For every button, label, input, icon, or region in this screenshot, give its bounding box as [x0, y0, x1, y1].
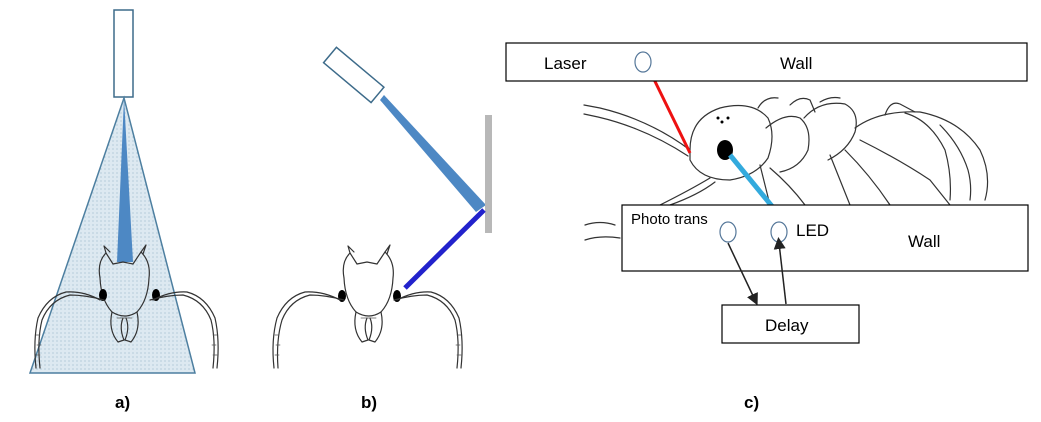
arrow-photo-to-delay [727, 242, 758, 306]
laser-circle [634, 51, 652, 73]
ant-eye-left-a [99, 289, 107, 301]
ant-head-b [272, 244, 463, 369]
top-wall-label: Wall [780, 54, 812, 73]
panel-label-b: b) [361, 393, 377, 412]
top-wall-box [505, 42, 1028, 82]
light-emitter-a [113, 9, 134, 98]
bottom-wall-box [621, 204, 1029, 272]
reflected-beam [403, 208, 486, 290]
panel-label-c: c) [744, 393, 759, 412]
central-beam [117, 98, 133, 262]
panel-label-a: a) [115, 393, 130, 412]
panel-a: a) [28, 9, 219, 412]
photo-trans-label: Photo trans [631, 211, 708, 228]
incident-beam [380, 95, 486, 212]
laser-label: Laser [544, 54, 587, 73]
ant-side-view [583, 96, 989, 241]
panel-b: b) [272, 46, 492, 412]
arrow-delay-to-led [773, 237, 787, 305]
photo-trans-circle [719, 221, 737, 243]
light-emitter-b [322, 46, 385, 104]
wall-b [485, 115, 492, 233]
ant-eye-c [717, 140, 733, 160]
light-cone [28, 95, 196, 374]
delay-box [721, 304, 860, 344]
delay-label: Delay [765, 316, 809, 335]
bottom-wall-label: Wall [908, 232, 940, 251]
led-label: LED [796, 221, 829, 240]
ant-head-a [34, 244, 219, 369]
panel-c: Laser Wall Photo trans LED Wall Delay c) [505, 42, 1029, 412]
